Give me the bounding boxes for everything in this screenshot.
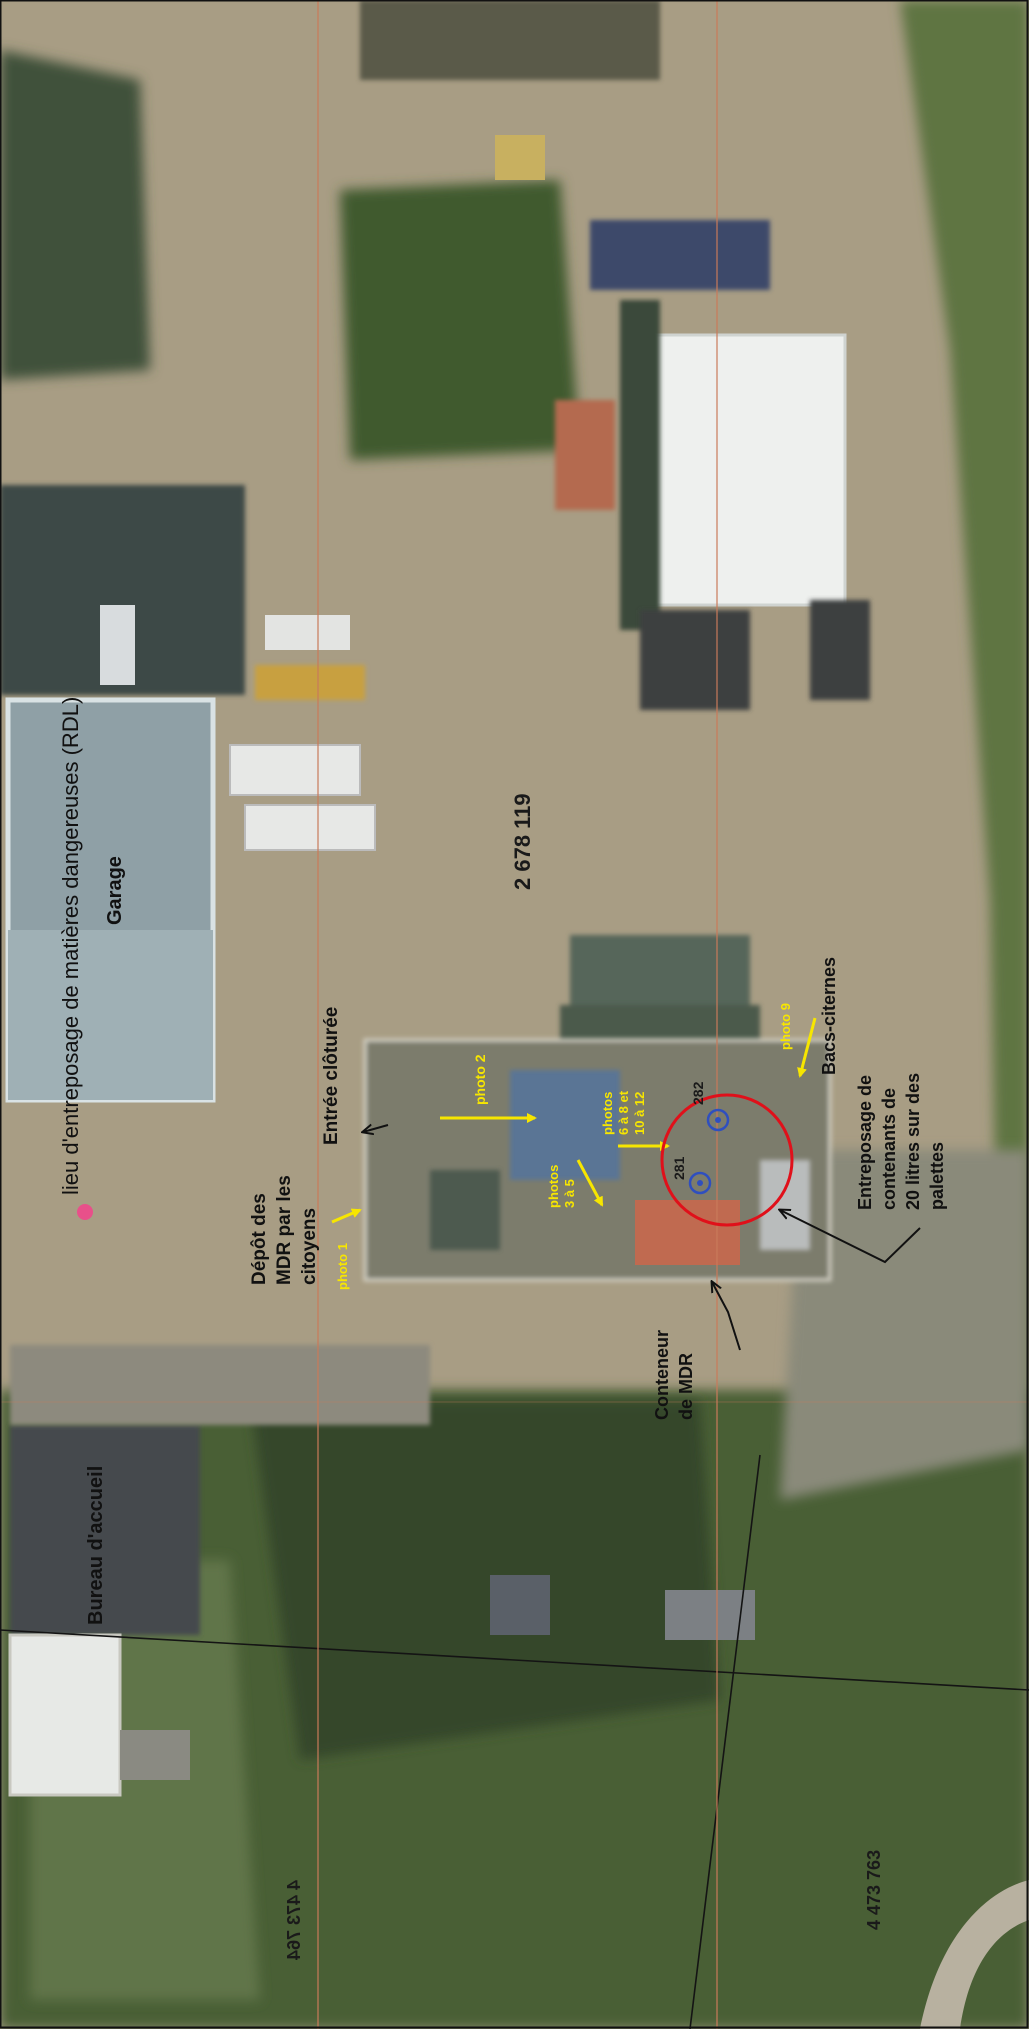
entreposage-line-4: palettes: [927, 1142, 947, 1210]
entree-label: Entrée clôturée: [321, 1007, 342, 1145]
entreposage-leader: [780, 1210, 921, 1264]
point-282: 282: [690, 1081, 730, 1132]
depot-label: Dépôt des MDR par les citoyens: [249, 1170, 320, 1285]
storage-circle: [660, 1093, 794, 1227]
photo-1-label: photo 1: [335, 1243, 350, 1290]
annotations: lieu d'entreposage de matières dangereus…: [58, 697, 947, 1960]
conteneur-leader: [712, 1282, 741, 1351]
photo-9-arrow: [797, 1017, 817, 1078]
photos-6-12-line-1: photos: [600, 1092, 615, 1135]
photos-3-5-label: photos 3 à 5: [546, 1161, 577, 1208]
buildings: [0, 300, 870, 1797]
lot-number-lower: 4 473 763: [864, 1850, 884, 1930]
photos-6-12-line-3: 10 à 12: [632, 1092, 647, 1135]
white-shelter: [653, 333, 847, 607]
bureau-label: Bureau d'accueil: [85, 1466, 107, 1625]
photo-2-label: photo 2: [472, 1054, 488, 1105]
photos-3-5-arrow: [576, 1159, 604, 1207]
bureau-accueil-building: [10, 1425, 200, 1635]
rdl-marker: [77, 1204, 93, 1220]
conteneur-line-2: de MDR: [676, 1353, 696, 1420]
conteneur-label: Conteneur de MDR: [652, 1325, 696, 1420]
point-281-label: 281: [671, 1156, 687, 1180]
depot-line-2: MDR par les: [274, 1175, 295, 1285]
photos-6-12-line-2: 6 à 8 et: [616, 1090, 631, 1135]
conteneur-line-1: Conteneur: [652, 1330, 672, 1420]
bacs-label: Bacs-citernes: [819, 957, 839, 1075]
point-281: 281: [671, 1156, 712, 1195]
depot-line-3: citoyens: [299, 1208, 320, 1285]
entreposage-line-1: Entreposage de: [855, 1075, 875, 1210]
photos-6-12-label: photos 6 à 8 et 10 à 12: [600, 1087, 647, 1135]
depot-line-1: Dépôt des: [249, 1193, 270, 1285]
lot-number-main: 2 678 119: [510, 793, 535, 890]
photos-3-5-line-1: photos: [546, 1165, 561, 1208]
entreposage-label: Entreposage de contenants de 20 litres s…: [855, 1068, 947, 1210]
point-282-label: 282: [690, 1081, 706, 1105]
rdl-label: lieu d'entreposage de matières dangereus…: [58, 697, 83, 1195]
entree-arrow: [363, 1125, 389, 1132]
photo-9-label: photo 9: [778, 1003, 793, 1050]
entreposage-line-2: contenants de: [879, 1088, 899, 1210]
entreposage-line-3: 20 litres sur des: [903, 1073, 923, 1210]
lot-number-mirrored: 4 473 764: [284, 1880, 304, 1960]
garage-label: Garage: [104, 856, 126, 925]
depot-arrow: [331, 1208, 362, 1224]
photos-3-5-line-2: 3 à 5: [562, 1179, 577, 1208]
